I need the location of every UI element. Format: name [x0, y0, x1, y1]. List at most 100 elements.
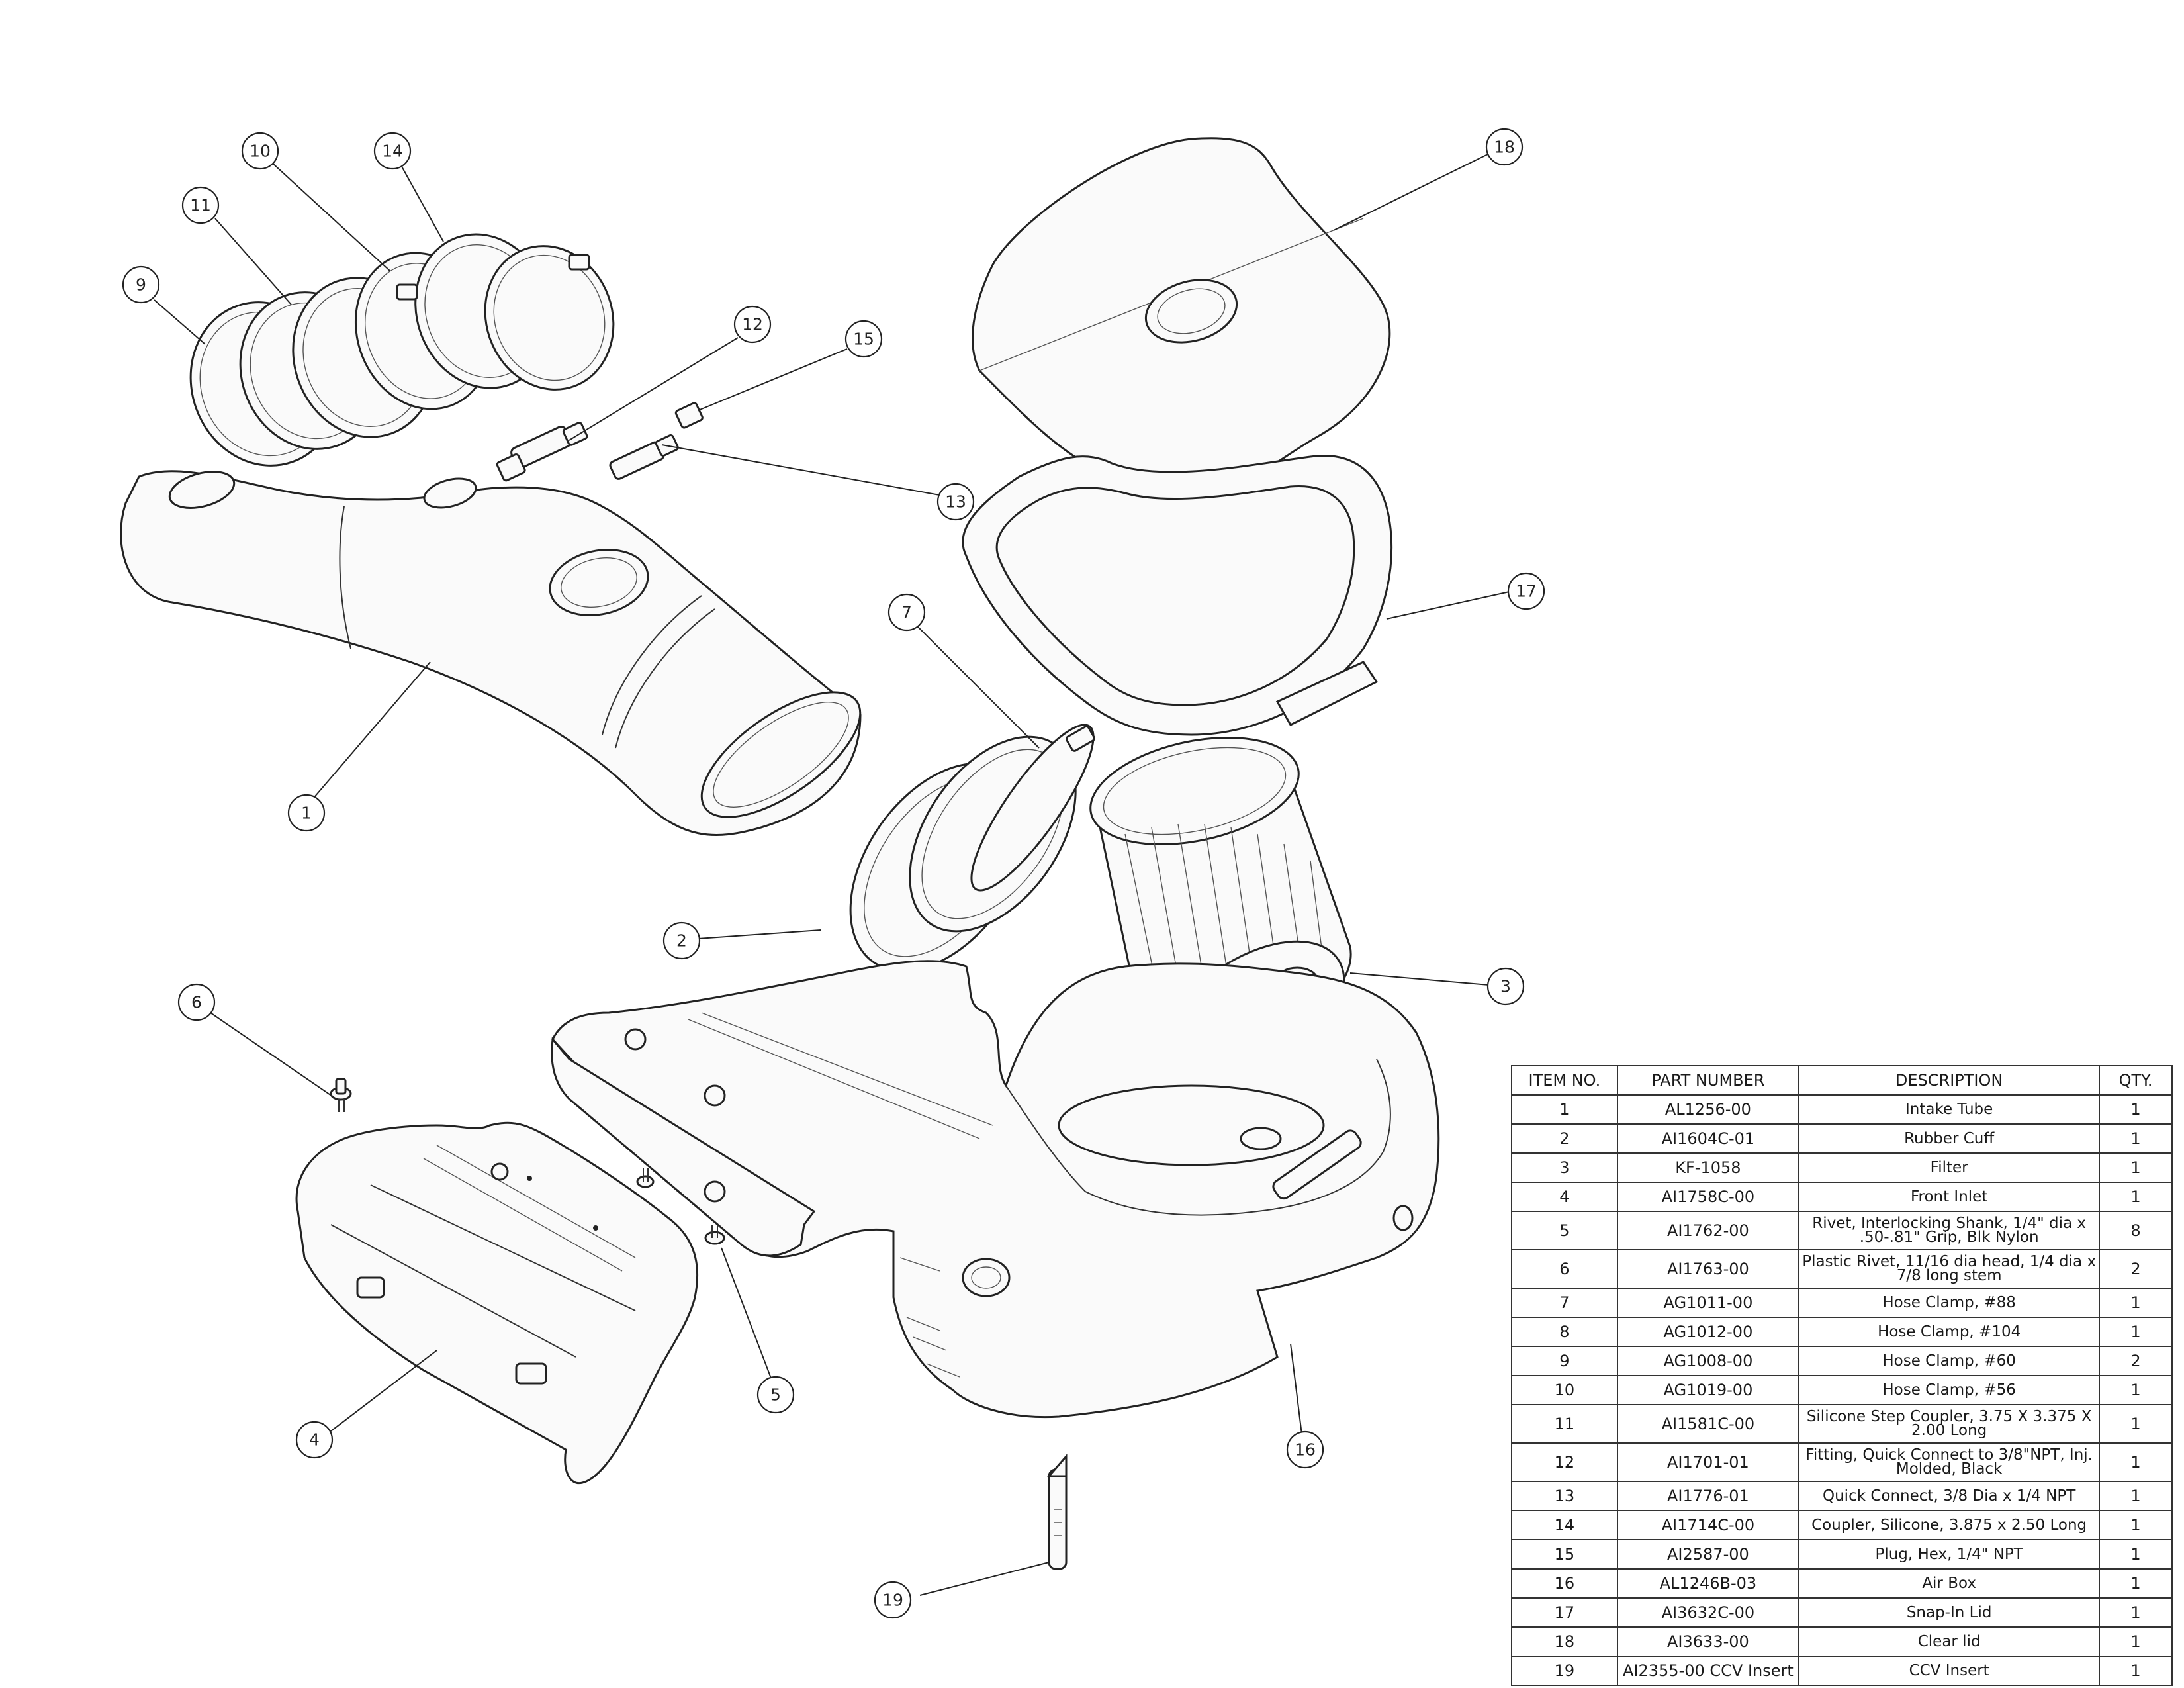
rubber-cuff [849, 724, 1095, 972]
bom-cell-part-number: AI1763-00 [1616, 1249, 1800, 1289]
balloon-17-label: 17 [1516, 582, 1537, 601]
bom-cell-qty: 1 [2099, 1510, 2173, 1540]
bom-cell-part-number: AL1256-00 [1616, 1094, 1800, 1125]
bom-cell-item: 3 [1511, 1152, 1618, 1183]
balloon-1-label: 1 [301, 804, 312, 823]
bom-cell-qty: 1 [2099, 1152, 2173, 1183]
balloon-16-label: 16 [1295, 1440, 1316, 1460]
balloon-11: 11 [181, 186, 220, 224]
ccv-insert [1046, 1453, 1068, 1570]
balloon-4-label: 4 [309, 1430, 320, 1450]
bom-cell-part-number: AG1019-00 [1616, 1375, 1800, 1405]
bom-cell-part-number: AG1008-00 [1616, 1346, 1800, 1376]
leader-lines [154, 153, 1513, 1596]
balloon-5: 5 [756, 1376, 795, 1414]
bom-cell-part-number: AI2587-00 [1616, 1539, 1800, 1570]
bom-cell-part-number: AI1604C-01 [1616, 1123, 1800, 1154]
balloon-1: 1 [287, 794, 326, 832]
balloon-14-label: 14 [382, 142, 403, 161]
balloon-10: 10 [241, 132, 279, 170]
balloon-7: 7 [887, 593, 926, 632]
bom-cell-qty: 1 [2099, 1481, 2173, 1511]
balloon-18-label: 18 [1494, 138, 1515, 157]
bom-cell-qty: 1 [2099, 1442, 2173, 1482]
bom-cell-item: 18 [1511, 1626, 1618, 1657]
bom-cell-qty: 1 [2099, 1626, 2173, 1657]
interlocking-rivet [636, 1168, 725, 1245]
bom-cell-item: 5 [1511, 1211, 1618, 1250]
bom-cell-qty: 2 [2099, 1249, 2173, 1289]
bom-cell-description: Front Inlet [1798, 1182, 2101, 1212]
bom-cell-item: 6 [1511, 1249, 1618, 1289]
bom-cell-qty: 1 [2099, 1317, 2173, 1347]
clear-lid [972, 137, 1391, 494]
bom-cell-qty: 2 [2099, 1346, 2173, 1376]
balloon-19: 19 [874, 1581, 912, 1619]
bom-cell-description: Silicone Step Coupler, 3.75 X 3.375 X 2.… [1798, 1404, 2101, 1444]
bom-cell-item: 12 [1511, 1442, 1618, 1482]
bom-cell-description: Hose Clamp, #88 [1798, 1288, 2101, 1318]
bom-cell-part-number: AG1012-00 [1616, 1317, 1800, 1347]
plastic-rivet [330, 1078, 352, 1112]
bom-header-item: ITEM NO. [1511, 1065, 1618, 1096]
bom-header-part-number: PART NUMBER [1616, 1065, 1800, 1096]
clamp-and-coupler-stack [189, 233, 615, 467]
intake-tube [120, 470, 862, 836]
balloon-2: 2 [662, 921, 701, 960]
bom-cell-item: 1 [1511, 1094, 1618, 1125]
bom-cell-part-number: AI1776-01 [1616, 1481, 1800, 1511]
bom-cell-item: 10 [1511, 1375, 1618, 1405]
balloon-9-label: 9 [136, 275, 146, 295]
bom-cell-qty: 8 [2099, 1211, 2173, 1250]
bom-cell-description: Plug, Hex, 1/4" NPT [1798, 1539, 2101, 1570]
bom-cell-qty: 1 [2099, 1094, 2173, 1125]
balloon-11-label: 11 [190, 196, 211, 215]
bom-cell-item: 19 [1511, 1656, 1618, 1686]
bom-cell-description: Clear lid [1798, 1626, 2101, 1657]
balloon-18: 18 [1485, 128, 1524, 166]
bom-cell-description: Coupler, Silicone, 3.875 x 2.50 Long [1798, 1510, 2101, 1540]
bom-cell-item: 9 [1511, 1346, 1618, 1376]
balloon-2-label: 2 [676, 931, 687, 951]
balloon-9: 9 [122, 265, 160, 304]
bom-cell-part-number: AI1758C-00 [1616, 1182, 1800, 1212]
bom-cell-description: Fitting, Quick Connect to 3/8"NPT, Inj. … [1798, 1442, 2101, 1482]
balloon-6-label: 6 [191, 993, 202, 1012]
bom-cell-part-number: AI1714C-00 [1616, 1510, 1800, 1540]
bom-header-row: ITEM NO. PART NUMBER DESCRIPTION QTY. [1511, 1065, 2173, 1096]
balloon-13: 13 [936, 483, 975, 521]
balloon-15-label: 15 [853, 330, 874, 349]
bom-cell-description: Hose Clamp, #104 [1798, 1317, 2101, 1347]
bom-cell-item: 15 [1511, 1539, 1618, 1570]
bom-cell-qty: 1 [2099, 1375, 2173, 1405]
balloon-12-label: 12 [742, 315, 763, 334]
balloon-16: 16 [1286, 1430, 1324, 1469]
bom-cell-qty: 1 [2099, 1568, 2173, 1599]
bom-cell-description: Filter [1798, 1152, 2101, 1183]
air-box [551, 960, 1440, 1419]
balloon-10-label: 10 [250, 142, 271, 161]
bom-cell-qty: 1 [2099, 1539, 2173, 1570]
bom-header-description: DESCRIPTION [1798, 1065, 2101, 1096]
bom-cell-part-number: AI1581C-00 [1616, 1404, 1800, 1444]
bom-cell-qty: 1 [2099, 1656, 2173, 1686]
bom-cell-description: Air Box [1798, 1568, 2101, 1599]
balloon-17: 17 [1507, 572, 1545, 610]
bom-cell-part-number: AG1011-00 [1616, 1288, 1800, 1318]
bom-cell-description: Hose Clamp, #60 [1798, 1346, 2101, 1376]
bom-cell-description: Rubber Cuff [1798, 1123, 2101, 1154]
